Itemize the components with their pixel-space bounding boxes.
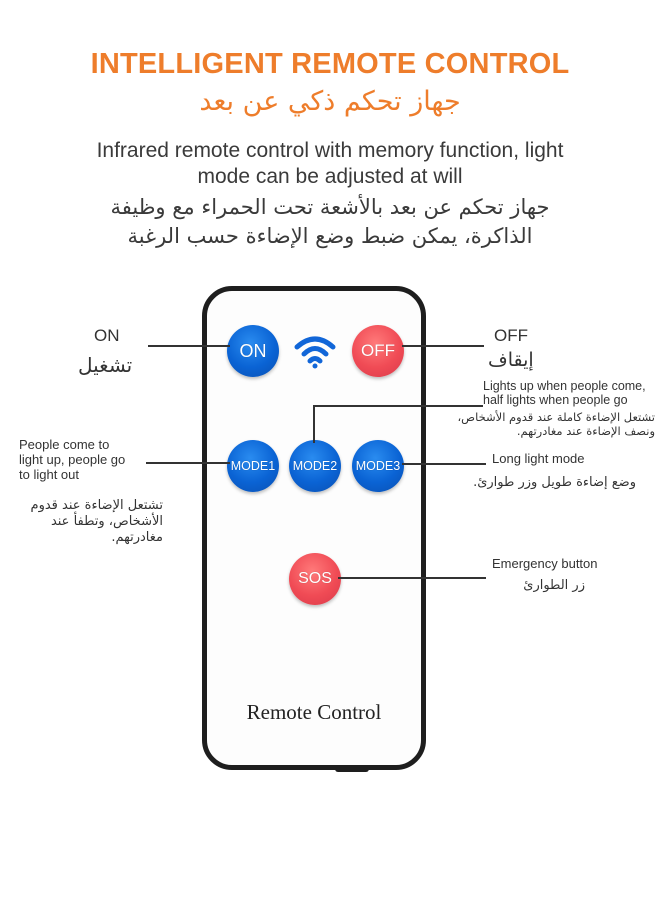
- mode3-callout-text: Long light mode: [492, 451, 585, 466]
- mode1-button-label: MODE1: [230, 459, 276, 473]
- mode2-callout-line-1: Lights up when people come,: [483, 379, 646, 393]
- description-en-line-2: mode can be adjusted at will: [197, 165, 463, 188]
- remote-bottom-notch: [335, 766, 369, 772]
- description-english: Infrared remote control with memory func…: [70, 138, 590, 190]
- mode1-callout-line-2: light up, people go: [19, 452, 126, 467]
- off-button-label: OFF: [361, 341, 395, 360]
- mode1-button[interactable]: MODE1: [227, 440, 279, 492]
- description-arabic: جهاز تحكم عن بعد بالأشعة تحت الحمراء مع …: [60, 193, 600, 251]
- on-button[interactable]: ON: [227, 325, 279, 377]
- on-callout-label: ON: [94, 326, 120, 345]
- mode2-callout-line-vertical: [313, 405, 315, 443]
- description-en-line-1: Infrared remote control with memory func…: [96, 139, 564, 162]
- wifi-icon: [294, 336, 336, 369]
- mode2-callout-line-horizontal: [313, 405, 483, 407]
- off-callout-label: OFF: [494, 326, 528, 345]
- sos-callout-line: [338, 577, 486, 579]
- mode2-callout-line-2: half lights when people go: [483, 393, 628, 407]
- remote-control-label: Remote Control: [246, 700, 382, 724]
- on-button-label: ON: [239, 340, 267, 361]
- mode2-button-label: MODE2: [292, 459, 338, 473]
- mode1-callout-line: [146, 462, 230, 464]
- off-callout-line: [402, 345, 484, 347]
- mode1-callout-line-1: People come to: [19, 437, 110, 452]
- mode1-callout-text-arabic: تشتعل الإضاءة عند قدوم الأشخاص، وتطفأ عن…: [8, 498, 163, 546]
- mode1-callout-line-3: to light out: [19, 467, 79, 482]
- description-ar-line-1: جهاز تحكم عن بعد بالأشعة تحت الحمراء مع …: [110, 195, 550, 219]
- mode1-callout-arabic-line-3: مغادرتهم.: [111, 530, 163, 545]
- mode2-callout-arabic-line-1: تشتعل الإضاءة كاملة عند قدوم الأشخاص،: [457, 410, 655, 424]
- off-callout-label-arabic: إيقاف: [488, 349, 534, 371]
- mode2-callout-arabic-line-2: ونصف الإضاءة عند مغادرتهم.: [516, 424, 655, 438]
- mode2-button[interactable]: MODE2: [289, 440, 341, 492]
- page-title: INTELLIGENT REMOTE CONTROL: [90, 48, 570, 80]
- description-ar-line-2: الذاكرة، يمكن ضبط وضع الإضاءة حسب الرغبة: [127, 224, 533, 248]
- sos-button-label: SOS: [298, 570, 332, 587]
- mode2-callout-text: Lights up when people come, half lights …: [483, 379, 658, 407]
- mode3-callout-text-arabic: وضع إضاءة طويل وزر طوارئ.: [473, 475, 636, 490]
- sos-button[interactable]: SOS: [289, 553, 341, 605]
- mode1-callout-arabic-line-1: تشتعل الإضاءة عند قدوم: [30, 498, 163, 513]
- on-callout-line: [148, 345, 230, 347]
- off-button[interactable]: OFF: [352, 325, 404, 377]
- sos-callout-text: Emergency button: [492, 556, 598, 571]
- mode3-button[interactable]: MODE3: [352, 440, 404, 492]
- mode2-callout-text-arabic: تشتعل الإضاءة كاملة عند قدوم الأشخاص، ون…: [430, 410, 655, 438]
- page-title-arabic: جهاز تحكم ذكي عن بعد: [199, 86, 461, 117]
- mode3-callout-line: [402, 463, 486, 465]
- mode1-callout-text: People come to light up, people go to li…: [19, 437, 149, 482]
- sos-callout-text-arabic: زر الطوارئ: [523, 578, 585, 593]
- mode3-button-label: MODE3: [355, 459, 401, 473]
- on-callout-label-arabic: تشغيل: [78, 353, 133, 377]
- mode1-callout-arabic-line-2: الأشخاص، وتطفأ عند: [50, 514, 163, 529]
